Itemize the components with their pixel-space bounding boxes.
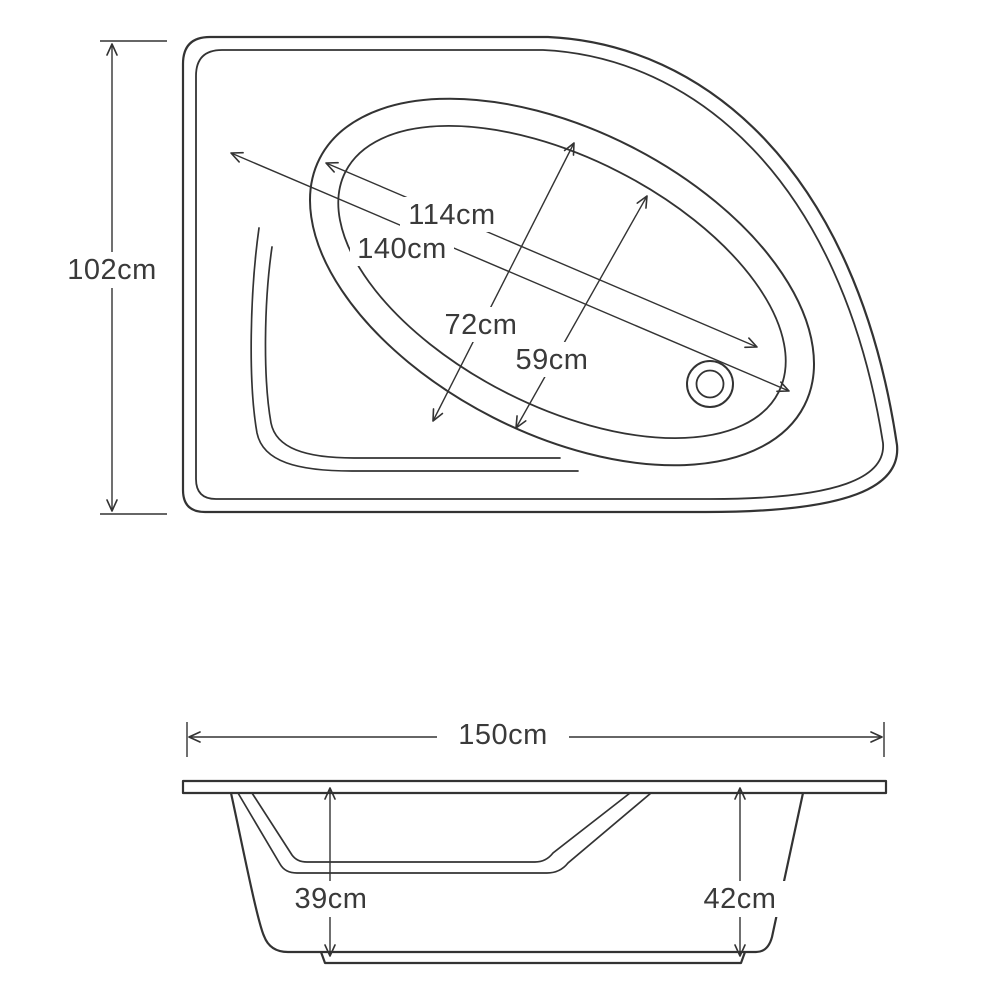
side-view: 150cm 39cm 42cm	[181, 716, 888, 965]
dimension-59-arrow	[515, 195, 648, 429]
dimension-102: 102cm	[57, 40, 167, 515]
dimension-140-label: 140cm	[357, 233, 447, 265]
side-basin-profile-far	[237, 792, 652, 874]
dimension-102-label-mask	[57, 252, 167, 288]
dimension-59-label-mask	[508, 342, 596, 377]
bath-outer-outline	[181, 35, 899, 514]
dimension-39: 39cm	[283, 787, 380, 957]
dimension-59: 59cm	[508, 195, 648, 429]
dimension-150: 150cm	[186, 716, 885, 757]
side-basin-profile-near	[251, 792, 631, 863]
dimension-114-label: 114cm	[408, 199, 495, 231]
basin-rim-oval	[309, 97, 815, 467]
dimension-42-label: 42cm	[704, 883, 777, 915]
drain-outer-circle	[686, 360, 734, 408]
side-body	[229, 792, 805, 954]
dimension-59-label: 59cm	[516, 344, 589, 376]
dimension-39-label: 39cm	[295, 883, 368, 915]
bath-inner-rim	[195, 49, 884, 500]
dimension-42: 42cm	[692, 787, 789, 957]
dimension-72-label: 72cm	[445, 309, 518, 341]
dimension-42-label-mask	[692, 881, 789, 917]
dimension-150-label: 150cm	[458, 719, 548, 751]
plan-view: 140cm 114cm 72cm 59cm	[57, 35, 899, 515]
side-base	[319, 951, 747, 965]
dimension-39-label-mask	[283, 881, 380, 917]
side-rim	[181, 779, 888, 795]
dimension-102-label: 102cm	[67, 254, 157, 286]
dimension-150-label-mask	[437, 716, 569, 753]
dimension-72: 72cm	[432, 142, 575, 422]
dimension-72-label-mask	[437, 307, 525, 342]
dimension-72-arrow	[432, 142, 575, 422]
drain-inner-circle	[695, 369, 725, 399]
